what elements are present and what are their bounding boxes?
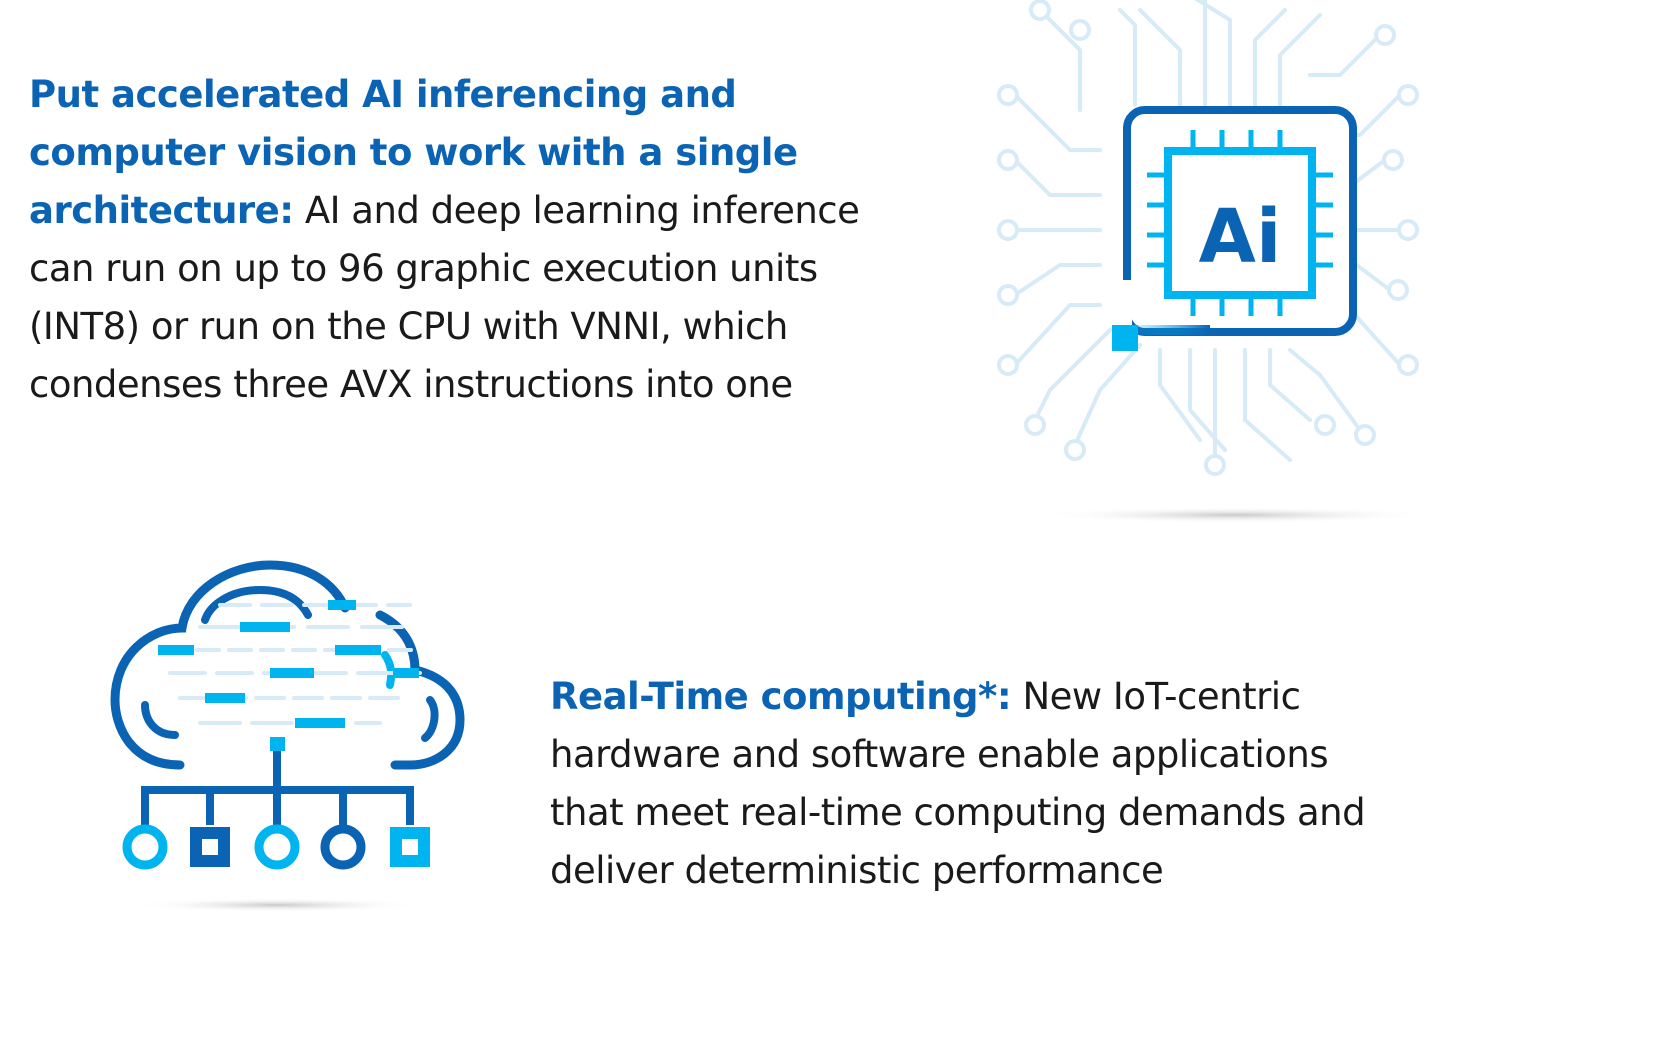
network-node-4 (320, 824, 366, 870)
circuit-pads (997, 0, 1419, 476)
cloud-inner-top (201, 585, 312, 624)
feature-rt-body-2: hardware and software enable application… (550, 733, 1329, 776)
chip-core (1164, 147, 1316, 299)
feature-rt-line-4: deliver deterministic performance (550, 842, 1450, 900)
cloud-network-icon (110, 560, 465, 912)
feature-ai-inferencing: Put accelerated AI inferencing and compu… (29, 66, 929, 414)
cloud-outline-left (110, 560, 350, 770)
network-node-1 (122, 824, 168, 870)
feature-ai-lead-1: Put accelerated AI inferencing and (29, 73, 737, 116)
chip-frame-gap (1122, 280, 1132, 330)
cloud-inner-right-2 (421, 696, 439, 742)
feature-ai-body-2: can run on up to 96 graphic execution un… (29, 247, 818, 290)
chip-label: Ai (1199, 194, 1282, 280)
cloud-shadow (132, 898, 422, 912)
ai-chip-icon: Ai (997, 0, 1435, 523)
network-node-3 (254, 824, 300, 870)
feature-rt-body-4: deliver deterministic performance (550, 849, 1164, 892)
cloud-inner-right (381, 651, 396, 689)
feature-rt-line-2: hardware and software enable application… (550, 726, 1450, 784)
ai-chip-shadow (1035, 507, 1435, 523)
feature-ai-line-3: architecture: AI and deep learning infer… (29, 182, 929, 240)
feature-ai-lead-2: computer vision to work with a single (29, 131, 798, 174)
cloud-data-bars (158, 600, 419, 728)
feature-real-time-computing: Real-Time computing*: New IoT-centric ha… (550, 668, 1450, 900)
feature-ai-line-2: computer vision to work with a single (29, 124, 929, 182)
network-tree (141, 751, 414, 825)
network-node-2-hole (202, 839, 218, 855)
cloud-inner-left (141, 701, 179, 739)
feature-ai-body-1: AI and deep learning inference (293, 189, 860, 232)
chip-frame-tail (1130, 325, 1210, 335)
feature-rt-body-1: New IoT-centric (1011, 675, 1301, 718)
feature-rt-body-3: that meet real-time computing demands an… (550, 791, 1366, 834)
feature-ai-lead-3: architecture: (29, 189, 294, 232)
chip-corner-square (1112, 325, 1138, 351)
cloud-connector (270, 737, 285, 751)
cloud-outline-right (375, 610, 465, 770)
feature-ai-body-4: condenses three AVX instructions into on… (29, 363, 793, 406)
feature-ai-body-3: (INT8) or run on the CPU with VNNI, whic… (29, 305, 788, 348)
feature-rt-lead-1: Real-Time computing*: (550, 675, 1012, 718)
chip-pins (1147, 130, 1333, 316)
feature-rt-line-3: that meet real-time computing demands an… (550, 784, 1450, 842)
network-node-5-hole (402, 839, 418, 855)
feature-ai-line-4: can run on up to 96 graphic execution un… (29, 240, 929, 298)
feature-ai-line-6: condenses three AVX instructions into on… (29, 356, 929, 414)
feature-rt-line-1: Real-Time computing*: New IoT-centric (550, 668, 1450, 726)
feature-ai-line-5: (INT8) or run on the CPU with VNNI, whic… (29, 298, 929, 356)
feature-ai-line-1: Put accelerated AI inferencing and (29, 66, 929, 124)
